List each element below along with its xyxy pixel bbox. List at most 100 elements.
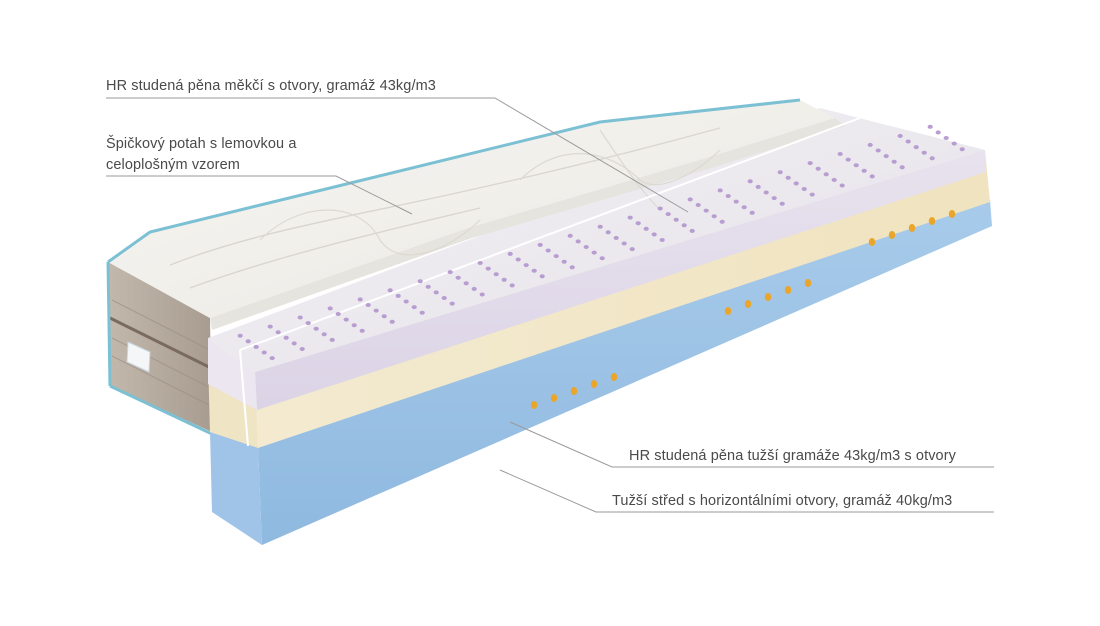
callout-cover: Špičkový potah s lemovkou a celoplošným … — [106, 134, 346, 176]
cover-label-tag — [126, 341, 151, 373]
foam-hole — [897, 133, 903, 138]
horizontal-hole — [570, 387, 578, 395]
horizontal-hole — [888, 231, 896, 239]
foam-hole — [695, 203, 701, 207]
foam-hole — [417, 279, 423, 284]
foam-hole — [861, 168, 867, 173]
foam-hole — [807, 161, 813, 166]
foam-hole — [883, 154, 889, 159]
horizontal-hole — [590, 380, 598, 388]
foam-hole — [839, 183, 845, 188]
foam-hole — [463, 281, 469, 286]
foam-hole — [493, 272, 499, 277]
foam-hole — [485, 266, 491, 271]
foam-hole — [539, 274, 545, 279]
foam-hole — [891, 159, 897, 164]
foam-hole — [875, 148, 881, 153]
foam-hole — [455, 275, 461, 280]
foam-hole — [793, 181, 799, 186]
foam-hole — [673, 217, 679, 222]
foam-hole — [771, 196, 777, 201]
foam-hole — [853, 163, 859, 168]
foam-hole — [651, 232, 657, 237]
foam-hole — [575, 239, 581, 244]
horizontal-hole — [530, 401, 538, 409]
foam-hole — [951, 141, 957, 146]
foam-hole — [801, 187, 807, 191]
foam-hole — [509, 283, 515, 288]
horizontal-hole — [724, 307, 732, 315]
foam-hole — [561, 259, 567, 264]
foam-hole — [591, 250, 597, 255]
callout-cover-line-1: Špičkový potah s lemovkou a — [106, 136, 297, 152]
foam-hole — [905, 139, 911, 144]
foam-hole — [659, 238, 665, 242]
mattress-cover — [107, 98, 845, 330]
foam-hole — [373, 308, 379, 313]
foam-hole — [381, 314, 387, 319]
foam-hole — [635, 221, 641, 226]
foam-hole — [387, 288, 393, 293]
foam-hole — [237, 333, 243, 338]
foam-hole — [777, 170, 783, 175]
foam-hole — [689, 228, 695, 233]
foam-hole — [479, 292, 485, 297]
foam-hole — [657, 206, 663, 211]
foam-hole — [275, 330, 281, 335]
foam-hole — [763, 190, 769, 195]
foam-hole — [411, 305, 417, 310]
foam-hole — [545, 248, 551, 253]
foam-hole — [291, 341, 297, 346]
foam-hole — [815, 166, 821, 171]
leader-lines — [106, 97, 994, 513]
foam-hole — [733, 199, 739, 204]
foam-hole — [681, 223, 687, 228]
foam-hole — [365, 303, 371, 307]
foam-hole — [621, 241, 627, 246]
foam-hole — [553, 254, 559, 259]
foam-hole — [823, 172, 829, 177]
foam-hole — [305, 321, 311, 326]
foam-hole — [267, 324, 273, 329]
horizontal-hole — [550, 394, 558, 402]
foam-hole — [831, 177, 837, 182]
foam-hole — [351, 323, 357, 328]
foam-hole — [321, 332, 327, 337]
foam-hole — [599, 256, 605, 261]
foam-hole — [261, 350, 267, 355]
foam-hole — [253, 344, 259, 349]
horizontal-hole — [948, 210, 956, 218]
foam-hole — [449, 301, 455, 306]
foam-hole — [755, 184, 761, 189]
foam-hole — [507, 251, 513, 256]
foam-hole — [629, 247, 635, 252]
horizontal-hole — [764, 293, 772, 301]
foam-hole — [389, 319, 395, 324]
horizontal-hole — [928, 217, 936, 225]
foam-hole — [749, 210, 755, 215]
foam-hole — [471, 286, 477, 291]
foam-hole — [335, 312, 341, 316]
foam-hole — [523, 263, 529, 268]
foam-hole — [477, 261, 483, 265]
foam-hole — [779, 201, 785, 206]
foam-hole — [433, 290, 439, 295]
foam-hole — [913, 145, 919, 150]
foam-hole — [613, 235, 619, 240]
foam-hole — [943, 136, 949, 140]
horizontal-hole — [908, 224, 916, 232]
top-foam-holes — [237, 124, 965, 361]
foam-hole — [329, 337, 335, 342]
cream-layer-holes — [530, 210, 956, 409]
leader-line-cover — [106, 175, 413, 215]
foam-hole — [297, 315, 303, 320]
foam-hole — [395, 293, 401, 298]
foam-hole — [245, 339, 251, 344]
foam-hole — [703, 208, 709, 213]
horizontal-hole — [868, 238, 876, 246]
callout-cover-line-2: celoplošným vzorem — [106, 157, 240, 173]
foam-hole — [809, 192, 815, 197]
cover-side-panel — [106, 261, 213, 436]
